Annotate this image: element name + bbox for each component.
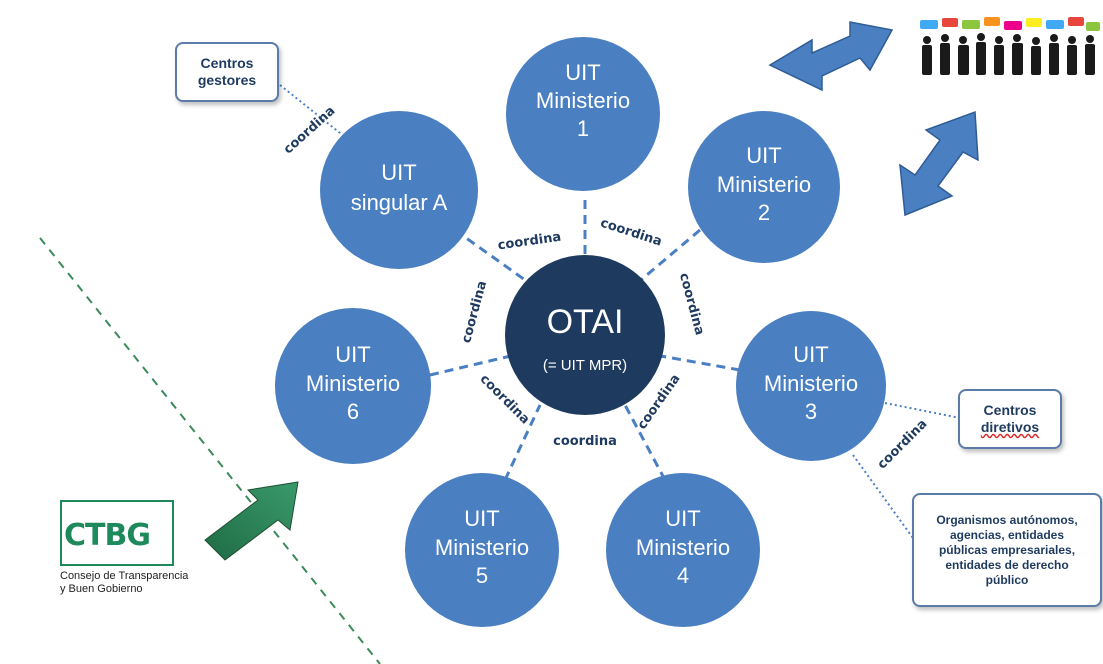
connector-m5 (503, 404, 542, 481)
center-node-otai: OTAI (= UIT MPR) (505, 255, 665, 415)
ctbg-caption-line2: y Buen Gobierno (60, 583, 143, 595)
ctbg-caption-line1: Consejo de Transparencia (60, 570, 189, 582)
separator-dashed-line (39, 237, 381, 664)
double-arrow-horizontal-icon (768, 21, 894, 92)
node-m3-line1: UIT (793, 342, 828, 367)
node-m4-line3: 4 (677, 563, 689, 588)
node-m6-line2: Ministerio (306, 371, 400, 396)
node-m2-line3: 2 (758, 200, 770, 225)
label-coordina-m4: coordina (553, 434, 617, 449)
box-centros-gestores-line1: Centros (200, 55, 254, 71)
node-m6: UIT Ministerio 6 (275, 308, 431, 464)
box-centros-gestores: Centros gestores (175, 42, 279, 102)
node-singular-a: UIT singular A (320, 111, 478, 269)
node-m3-line3: 3 (805, 399, 817, 424)
label-coordina-m6: coordina (459, 279, 490, 344)
connectors (429, 200, 741, 481)
center-title: OTAI (547, 303, 624, 341)
node-m5-line1: UIT (464, 506, 499, 531)
node-m5-line3: 5 (476, 563, 488, 588)
node-m3-line2: Ministerio (764, 371, 858, 396)
node-m4-line2: Ministerio (636, 535, 730, 560)
node-m2: UIT Ministerio 2 (688, 111, 840, 263)
double-arrow-vertical-icon (899, 110, 979, 217)
label-coordina-m2: coordina (676, 271, 707, 336)
box-organismos-line4: entidades de derecho (945, 557, 1069, 572)
label-coordina-sa-outer: coordina (281, 103, 338, 157)
node-m1-line1: UIT (565, 60, 600, 85)
node-sa-line2: singular A (351, 190, 448, 215)
node-m1: UIT Ministerio 1 (506, 37, 660, 191)
green-arrow-icon (204, 481, 299, 561)
node-m4-line1: UIT (665, 506, 700, 531)
box-organismos-line5: público (985, 572, 1029, 587)
node-m5-line2: Ministerio (435, 535, 529, 560)
box-organismos-line2: agencias, entidades (949, 527, 1065, 542)
node-sa-line1: UIT (381, 160, 416, 185)
ctbg-logo-caption: Consejo de Transparencia y Buen Gobierno (60, 570, 200, 596)
label-coordina-m1: coordina (598, 216, 663, 250)
box-organismos-line3: públicas empresariales, (938, 542, 1076, 557)
connector-centros-directivos (884, 402, 961, 419)
box-centros-directivos-line2: diretivos (980, 419, 1040, 435)
label-coordina-sa: coordina (497, 230, 562, 254)
ctbg-logo-text: CTBG (64, 518, 151, 553)
crowd-with-speech-bubbles-icon (920, 17, 1100, 75)
label-coordina-m3-outer: coordina (875, 417, 931, 473)
box-centros-directivos-line1: Centros (983, 402, 1037, 418)
ctbg-logo-mark: CTBG (60, 500, 174, 566)
box-centros-gestores-line2: gestores (197, 72, 257, 88)
node-m1-line3: 1 (577, 116, 589, 141)
node-m5: UIT Ministerio 5 (405, 473, 559, 627)
box-centros-directivos: Centros diretivos (958, 389, 1062, 449)
connector-m6 (429, 353, 516, 377)
center-subtitle: (= UIT MPR) (543, 357, 627, 374)
node-m6-line1: UIT (335, 342, 370, 367)
box-organismos: Organismos autónomos, agencias, entidade… (912, 493, 1102, 607)
connector-organismos (852, 454, 919, 546)
node-m1-line2: Ministerio (536, 88, 630, 113)
node-m3: UIT Ministerio 3 (736, 311, 886, 461)
ctbg-logo: CTBG Consejo de Transparencia y Buen Gob… (60, 500, 200, 610)
node-m6-line3: 6 (347, 399, 359, 424)
node-m2-line2: Ministerio (717, 172, 811, 197)
box-organismos-line1: Organismos autónomos, (936, 512, 1078, 527)
node-m4: UIT Ministerio 4 (606, 473, 760, 627)
node-m2-line1: UIT (746, 143, 781, 168)
connector-m3 (654, 353, 741, 372)
